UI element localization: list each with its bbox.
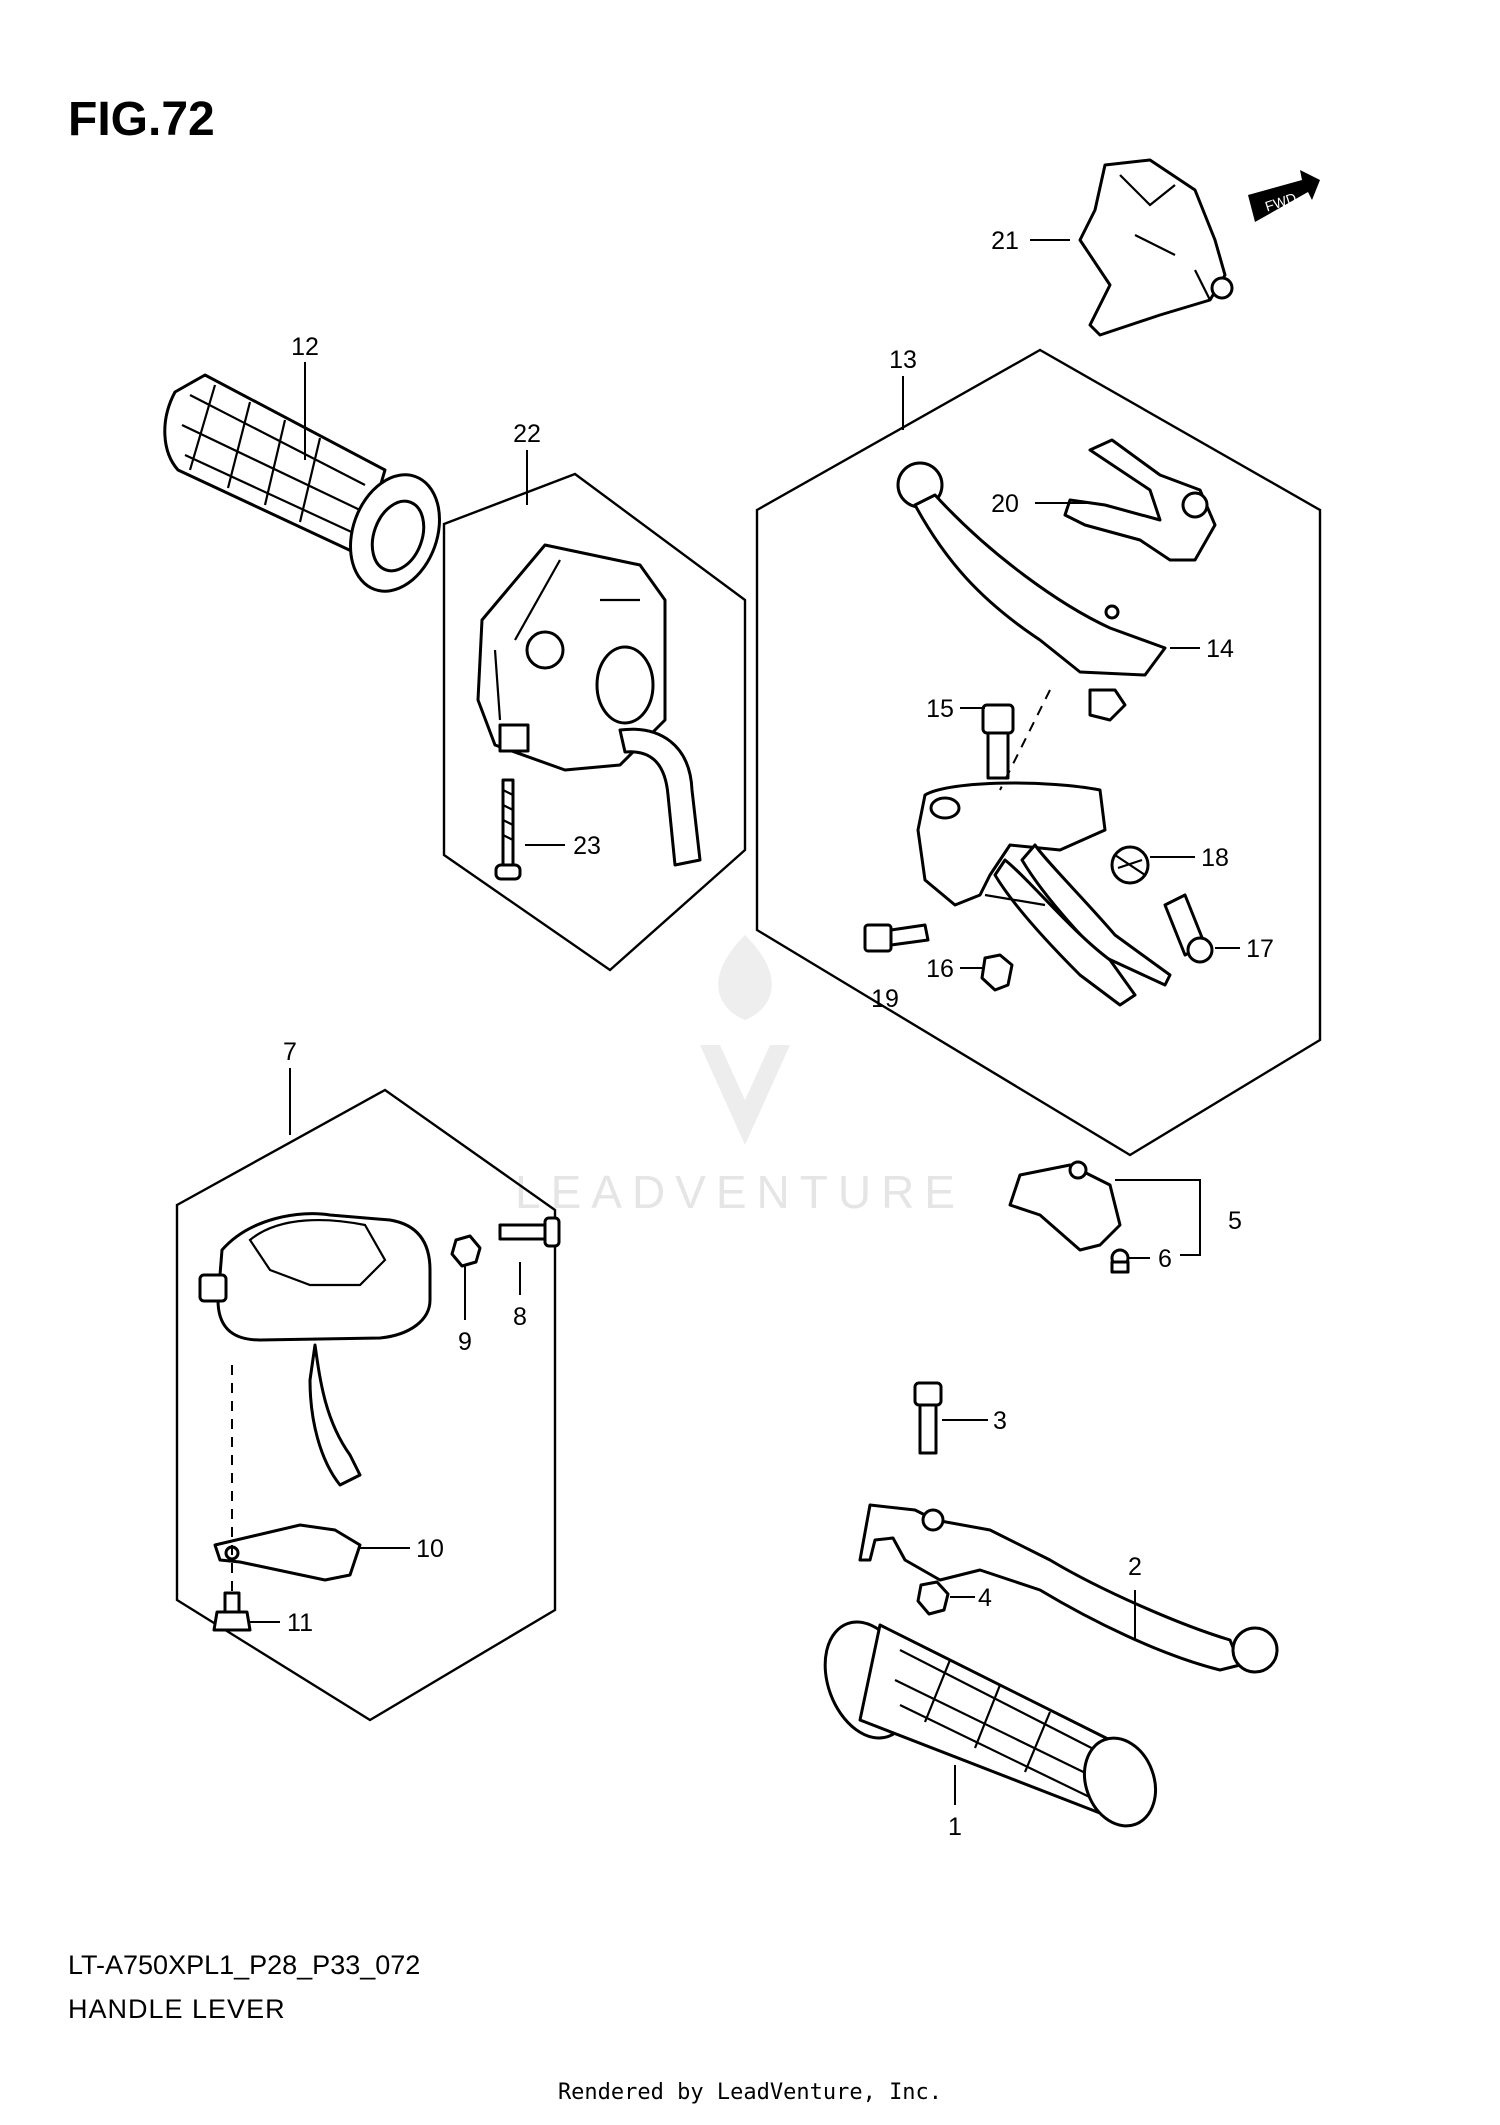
screw-17: [1163, 893, 1214, 964]
pivot-bolt-3: [913, 1381, 943, 1455]
bolt-19: [863, 923, 930, 953]
callout-7: 7: [283, 1038, 297, 1066]
callout-6: 6: [1158, 1245, 1172, 1273]
bolt-11: [212, 1591, 252, 1632]
model-code: LT-A750XPL1_P28_P33_072: [68, 1950, 421, 1980]
callout-9: 9: [458, 1328, 472, 1356]
screw-23: [494, 778, 522, 881]
callout-17: 17: [1246, 935, 1274, 963]
throttle-housing-7: [198, 1212, 432, 1487]
callout-12: 12: [291, 333, 319, 361]
callout-13: 13: [889, 346, 917, 374]
callout-14: 14: [1206, 635, 1234, 663]
footer-credit: Rendered by LeadVenture, Inc.: [557, 2080, 943, 2105]
callout-21: 21: [991, 227, 1019, 255]
bracket-20: [1063, 438, 1217, 562]
fwd-arrow-icon: FWD: [1248, 170, 1320, 222]
brake-lever-14: [896, 461, 1167, 722]
callout-19: 19: [871, 985, 899, 1013]
nut-9: [450, 1234, 482, 1268]
section-title: HANDLE LEVER: [68, 1994, 286, 2024]
callout-18: 18: [1201, 844, 1229, 872]
callout-20: 20: [991, 490, 1019, 518]
switch-housing-22: [476, 543, 702, 867]
pivot-bolt-15: [981, 703, 1015, 780]
grip-1: [823, 1620, 1157, 1828]
callout-16: 16: [926, 955, 954, 983]
assembly-box-13: [755, 348, 1322, 1157]
cover-plate-10: [213, 1523, 362, 1582]
callout-8: 8: [513, 1303, 527, 1331]
callout-2: 2: [1128, 1553, 1142, 1581]
assembly-box-22: [442, 472, 747, 972]
brake-switch-5: [1008, 1160, 1122, 1252]
callout-3: 3: [993, 1407, 1007, 1435]
nut-4: [916, 1580, 950, 1616]
grip-12: [163, 373, 441, 593]
alignment-line-13: [999, 689, 1051, 791]
callout-1: 1: [948, 1813, 962, 1841]
lever-2: [858, 1503, 1279, 1674]
callout-22: 22: [513, 420, 541, 448]
screw-8: [498, 1216, 561, 1248]
watermark-text: LEADVENTURE: [515, 1166, 965, 1218]
cover-21: [1078, 158, 1234, 337]
figure-title: FIG.72: [68, 93, 215, 146]
nut-16: [980, 953, 1014, 992]
callout-23: 23: [573, 832, 601, 860]
watermark-v-icon: [700, 1045, 790, 1145]
assembly-box-7: [175, 1088, 557, 1722]
callout-11: 11: [287, 1609, 313, 1637]
callout-5: 5: [1228, 1207, 1242, 1235]
screw-6: [1110, 1248, 1130, 1274]
adjuster-18: [1110, 845, 1150, 885]
callout-10: 10: [416, 1535, 444, 1563]
leader-lines: [250, 239, 1240, 1805]
callout-15: 15: [926, 695, 954, 723]
watermark: LEADVENTURE: [515, 935, 965, 1218]
watermark-flame-icon: [718, 935, 772, 1020]
callout-4: 4: [978, 1584, 992, 1612]
lever-bracket-13: [916, 781, 1172, 1007]
